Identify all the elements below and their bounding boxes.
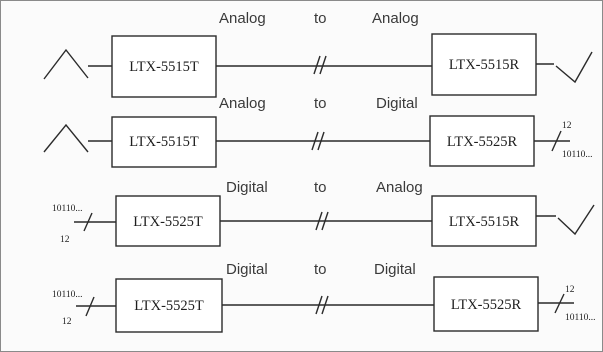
row-4-input-code: 10110... xyxy=(52,290,83,300)
row-1-mid-label: to xyxy=(314,10,327,27)
row-3-from-label: Digital xyxy=(226,179,268,196)
row-3-break-mark-b xyxy=(321,211,329,231)
row-2-input-sine-wave xyxy=(43,123,89,153)
row-4-from-label: Digital xyxy=(226,261,268,278)
row-1-transmitter-label: LTX-5515T xyxy=(129,59,199,75)
row-4-output-bit-count: 12 xyxy=(565,285,575,295)
row-4-mid-label: to xyxy=(314,261,327,278)
row-2-from-label: Analog xyxy=(219,95,266,112)
row-2-output-code: 10110... xyxy=(562,150,593,160)
row-3-receiver-label: LTX-5515R xyxy=(449,214,520,230)
row-4-transmitter-label: LTX-5525T xyxy=(134,298,204,314)
row-4-receiver-box xyxy=(433,276,539,332)
row-4-to-label: Digital xyxy=(374,261,416,278)
row-2-to-label: Digital xyxy=(376,95,418,112)
row-1-from-label: Analog xyxy=(219,10,266,27)
row-3-break-mark-a xyxy=(315,211,323,231)
row-2-receiver-label: LTX-5525R xyxy=(447,134,518,150)
row-2-output-bus-slash xyxy=(551,130,562,152)
row-4-input-bus-slash xyxy=(85,296,95,317)
row-3-transmitter-label: LTX-5525T xyxy=(133,214,203,230)
row-4-output-bus-slash xyxy=(554,293,565,314)
row-2-receiver-box xyxy=(429,115,535,167)
row-1-break-mark-a xyxy=(313,55,321,75)
row-1-output-sine-wave xyxy=(555,51,593,84)
row-2-output-bit-count: 12 xyxy=(562,121,572,131)
row-3-input-code: 10110... xyxy=(52,204,83,214)
row-2-break-mark-a xyxy=(311,131,319,151)
row-2-mid-label: to xyxy=(314,95,327,112)
row-2-transmitter-label: LTX-5515T xyxy=(129,134,199,150)
row-4: Digital to Digital 10110... 12 LTX-5525T… xyxy=(52,261,596,333)
row-3-to-label: Analog xyxy=(376,179,423,196)
row-2: Analog to Digital LTX-5515T LTX-5525R 12… xyxy=(43,95,593,168)
row-3: Digital to Analog 10110... 12 LTX-5525T … xyxy=(52,179,595,247)
row-4-output-code: 10110... xyxy=(565,313,596,323)
row-3-mid-label: to xyxy=(314,179,327,196)
row-4-break-mark-b xyxy=(321,295,329,315)
row-2-break-mark-b xyxy=(317,131,325,151)
row-4-input-bit-count: 12 xyxy=(62,317,72,327)
row-1-to-label: Analog xyxy=(372,10,419,27)
row-4-break-mark-a xyxy=(315,295,323,315)
row-4-transmitter-box xyxy=(115,278,223,333)
row-1-receiver-label: LTX-5515R xyxy=(449,57,520,73)
row-3-input-bit-count: 12 xyxy=(60,235,70,245)
row-2-transmitter-box xyxy=(111,116,217,168)
row-4-receiver-label: LTX-5525R xyxy=(451,297,522,313)
row-1-transmitter-box xyxy=(111,35,217,98)
row-3-input-bus-slash xyxy=(83,212,93,232)
row-1-input-sine-wave xyxy=(43,48,89,80)
row-3-transmitter-box xyxy=(115,195,221,247)
row-1-break-mark-b xyxy=(319,55,327,75)
row-3-output-sine-wave xyxy=(557,204,595,236)
row-3-receiver-box xyxy=(431,195,537,247)
row-1: Analog to Analog LTX-5515T LTX-5515R xyxy=(43,10,593,98)
row-1-receiver-box xyxy=(431,33,537,96)
